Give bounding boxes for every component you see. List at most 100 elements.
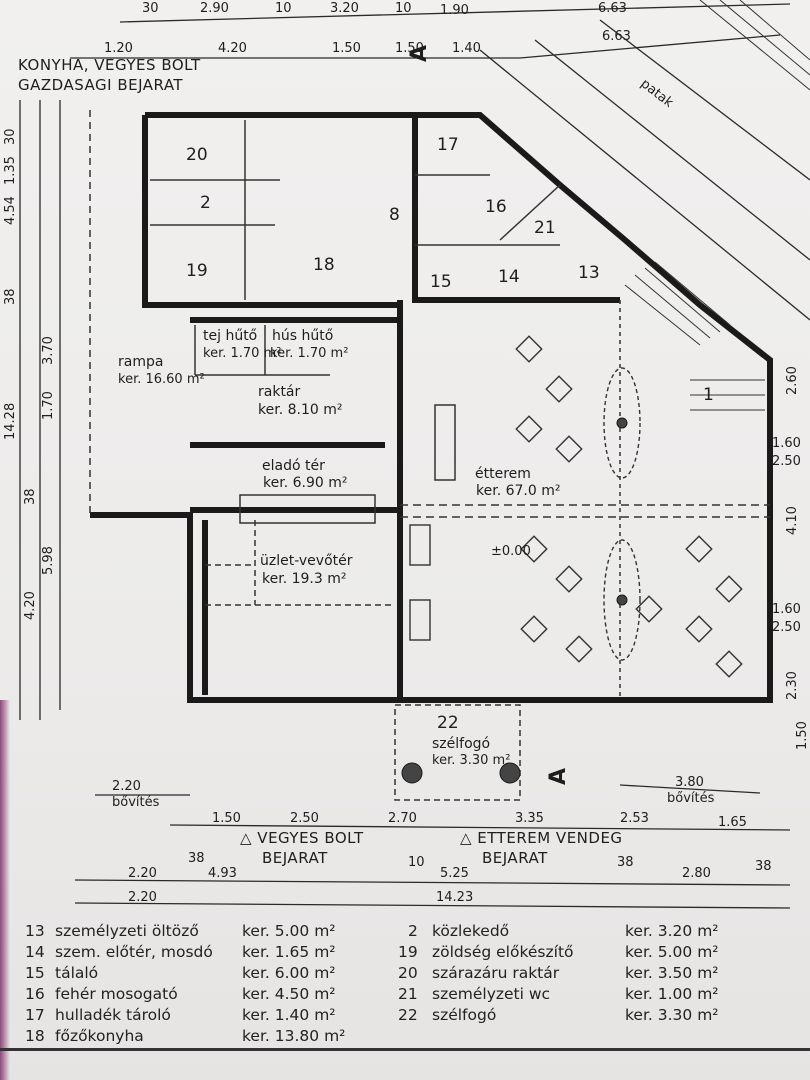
dim-b3-2: 14.23 bbox=[436, 890, 473, 905]
dim-right-6: 2.50 bbox=[772, 620, 801, 635]
section-mark-top: A bbox=[407, 45, 432, 62]
raktar-area: ker. 8.10 m² bbox=[258, 402, 342, 418]
dim-right-7: 2.30 bbox=[785, 671, 800, 700]
dim-right-8: 1.50 bbox=[795, 721, 810, 750]
uzlet-name: üzlet-vevőtér bbox=[260, 553, 353, 569]
legend-area: ker. 5.00 m² bbox=[625, 943, 719, 961]
legend-no: 22 bbox=[398, 1006, 418, 1024]
legend-no: 19 bbox=[398, 943, 418, 961]
legend-no: 2 bbox=[408, 922, 418, 940]
legend-area: ker. 3.30 m² bbox=[625, 1006, 719, 1024]
walls bbox=[90, 112, 773, 703]
legend-area: ker. 13.80 m² bbox=[242, 1027, 346, 1045]
legend-no: 21 bbox=[398, 985, 418, 1003]
dim-left-4: 4.54 bbox=[3, 196, 18, 225]
dim-left-2: 1.35 bbox=[3, 156, 18, 185]
dim-left-7: 14.28 bbox=[3, 403, 18, 440]
legend-no: 16 bbox=[25, 985, 45, 1003]
legend-area: ker. 3.50 m² bbox=[625, 964, 719, 982]
dim-bottom-5: 2.53 bbox=[620, 811, 649, 826]
uzlet-area: ker. 19.3 m² bbox=[262, 571, 346, 587]
etterem-name: étterem bbox=[475, 466, 531, 482]
legend-name: hulladék tároló bbox=[55, 1006, 171, 1024]
legend-name: szárazáru raktár bbox=[432, 964, 560, 982]
hus-huto-area: ker. 1.70 m² bbox=[270, 346, 348, 361]
dim-top-5: 10 bbox=[395, 1, 412, 16]
elado-ter-area: ker. 6.90 m² bbox=[263, 475, 347, 491]
legend-area: ker. 6.00 m² bbox=[242, 964, 336, 982]
dim-b2-6: 38 bbox=[617, 855, 634, 870]
legend-no: 18 bbox=[25, 1027, 45, 1045]
dim-left-11: 1.70 bbox=[41, 391, 56, 420]
dim-left-12: 3.70 bbox=[41, 336, 56, 365]
legend-area: ker. 1.00 m² bbox=[625, 985, 719, 1003]
legend-no: 15 bbox=[25, 964, 45, 982]
dim-right-1: 2.60 bbox=[785, 366, 800, 395]
dim-left-8: 4.20 bbox=[23, 591, 38, 620]
ext-right-label: bővítés bbox=[667, 791, 715, 806]
rampa-area: ker. 16.60 m² bbox=[118, 372, 205, 387]
legend-no: 14 bbox=[25, 943, 45, 961]
room-17: 17 bbox=[437, 135, 459, 155]
szelfogo-name: szélfogó bbox=[432, 736, 490, 752]
service-entrance-label: KONYHA, VEGYES BOLT bbox=[18, 56, 201, 74]
room-2: 2 bbox=[200, 193, 211, 213]
dim-top-1: 30 bbox=[142, 1, 159, 16]
ext-right-value: 3.80 bbox=[675, 775, 704, 790]
dim-top-6: 1.90 bbox=[440, 3, 469, 18]
legend-name: szélfogó bbox=[432, 1006, 497, 1024]
room-16: 16 bbox=[485, 197, 507, 217]
stream-label: patak bbox=[638, 76, 677, 111]
legend-name: szem. előtér, mosdó bbox=[55, 943, 213, 961]
legend-name: személyzeti öltöző bbox=[55, 922, 199, 940]
interior-lines bbox=[89, 110, 770, 801]
restaurant-entrance-label-2: BEJARAT bbox=[482, 849, 548, 867]
dim-top-r2-2: 4.20 bbox=[218, 41, 247, 56]
room-19: 19 bbox=[186, 261, 208, 281]
dim-top-7: 6.63 bbox=[598, 1, 627, 16]
dim-bottom-4: 3.35 bbox=[515, 811, 544, 826]
dim-top-2: 2.90 bbox=[200, 1, 229, 16]
dim-left-1: 30 bbox=[3, 128, 18, 145]
szelfogo-area: ker. 3.30 m² bbox=[432, 753, 510, 768]
legend-no: 20 bbox=[398, 964, 418, 982]
legend-area: ker. 4.50 m² bbox=[242, 985, 336, 1003]
dim-bottom-6: 1.65 bbox=[718, 815, 747, 830]
elado-ter-name: eladó tér bbox=[262, 458, 325, 474]
dimension-lines bbox=[19, 3, 810, 909]
raktar-name: raktár bbox=[258, 384, 301, 400]
room-21: 21 bbox=[534, 218, 556, 238]
dim-b2-3: 4.93 bbox=[208, 866, 237, 881]
dim-top-r2-5: 1.40 bbox=[452, 41, 481, 56]
restaurant-tables bbox=[409, 335, 743, 678]
ext-left-value: 2.20 bbox=[112, 779, 141, 794]
dim-bottom-3: 2.70 bbox=[388, 811, 417, 826]
dim-top-r2-4: 1.50 bbox=[395, 41, 424, 56]
dim-top-4: 3.20 bbox=[330, 1, 359, 16]
legend-name: közlekedő bbox=[432, 922, 510, 940]
dim-bottom-1: 1.50 bbox=[212, 811, 241, 826]
dim-b2-7: 2.80 bbox=[682, 866, 711, 881]
rampa-name: rampa bbox=[118, 354, 163, 370]
dim-b2-4: 10 bbox=[408, 855, 425, 870]
room-1: 1 bbox=[703, 385, 714, 405]
room-22: 22 bbox=[437, 713, 459, 733]
room-20: 20 bbox=[186, 145, 208, 165]
dim-b3-1: 2.20 bbox=[128, 890, 157, 905]
tej-huto-name: tej hűtő bbox=[203, 328, 257, 344]
legend-no: 17 bbox=[25, 1006, 45, 1024]
shop-entrance-label-2: BEJARAT bbox=[262, 849, 328, 867]
dim-left-6: 38 bbox=[3, 288, 18, 305]
dim-top-r2-3: 1.50 bbox=[332, 41, 361, 56]
room-18: 18 bbox=[313, 255, 335, 275]
dim-right-3: 2.50 bbox=[772, 454, 801, 469]
legend-name: zöldség előkészítő bbox=[432, 943, 574, 961]
room-13: 13 bbox=[578, 263, 600, 283]
legend-area: ker. 1.65 m² bbox=[242, 943, 336, 961]
dim-right-5: 1.60 bbox=[772, 602, 801, 617]
dim-left-10: 38 bbox=[23, 488, 38, 505]
entrance-columns bbox=[401, 417, 628, 784]
dim-top-r2-1: 1.20 bbox=[104, 41, 133, 56]
section-mark-bottom: A bbox=[546, 768, 571, 785]
